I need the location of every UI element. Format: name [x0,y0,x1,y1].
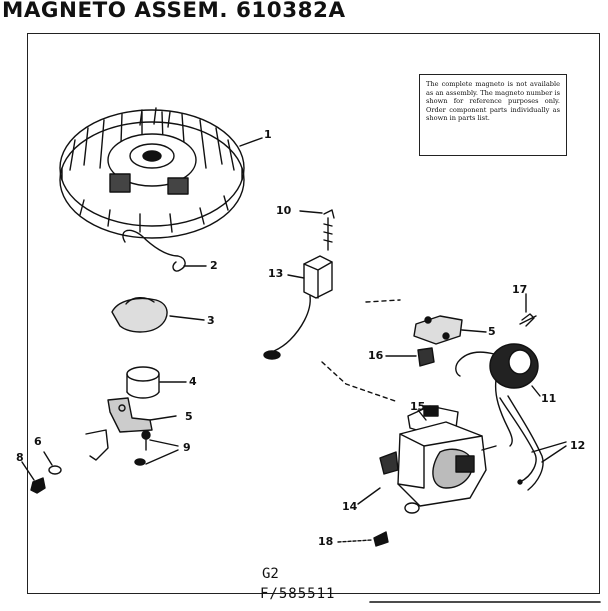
callout-1: 1 [264,128,272,141]
breaker-point-part [85,397,153,461]
callout-5-right: 5 [488,325,496,338]
armature-housing-part [379,405,497,514]
callout-5-left: 5 [185,410,193,423]
leader-8 [21,461,35,481]
callout-12: 12 [570,439,586,452]
callout-6: 6 [34,435,42,448]
callout-16: 16 [368,349,384,362]
assembly-line-a [321,361,399,403]
leader-9 [145,439,179,465]
assembly-line-b [365,299,401,303]
coil-wire-part [499,395,544,491]
clip-part [417,347,435,367]
callout-9: 9 [183,441,191,454]
leader-3 [169,315,205,321]
diagram-frame [27,33,600,594]
callout-10: 10 [276,204,292,217]
callout-3: 3 [207,314,215,327]
leader-1 [239,137,263,147]
leader-5b [461,329,487,333]
callout-13: 13 [268,267,284,280]
assembly-note: The complete magneto is not available as… [419,74,567,156]
cam-part [111,297,168,333]
leader-6 [43,451,53,466]
spring-clip-part [519,313,537,327]
flywheel-part [59,107,245,239]
callout-8: 8 [16,451,24,464]
callout-18: 18 [318,535,334,548]
leader-11 [531,385,541,397]
spring-wire-part [122,229,186,272]
leader-15 [417,409,427,421]
callout-2: 2 [210,259,218,272]
leader-10 [299,210,323,214]
coil-part [455,343,539,447]
callout-15: 15 [410,400,426,413]
washer-part [48,465,62,475]
callout-17: 17 [512,283,528,296]
bracket-part [413,315,463,345]
callout-11: 11 [541,392,557,405]
screws-part [134,430,151,466]
leader-12 [531,441,567,463]
leader-13 [287,274,305,279]
terminal-screw-part [323,209,335,251]
drawing-code: G2 [262,566,279,582]
callout-14: 14 [342,500,358,513]
leader-18 [337,539,373,543]
drawing-number: F/585511 [260,586,336,602]
nut-part [30,477,46,494]
leader-5a [149,415,177,421]
callout-4: 4 [189,375,197,388]
condenser-part [263,255,333,360]
screw-18-part [373,531,389,547]
diagram-title: MAGNETO ASSEM. 610382A [2,0,346,22]
leader-14 [357,487,381,505]
felt-part [126,366,160,399]
